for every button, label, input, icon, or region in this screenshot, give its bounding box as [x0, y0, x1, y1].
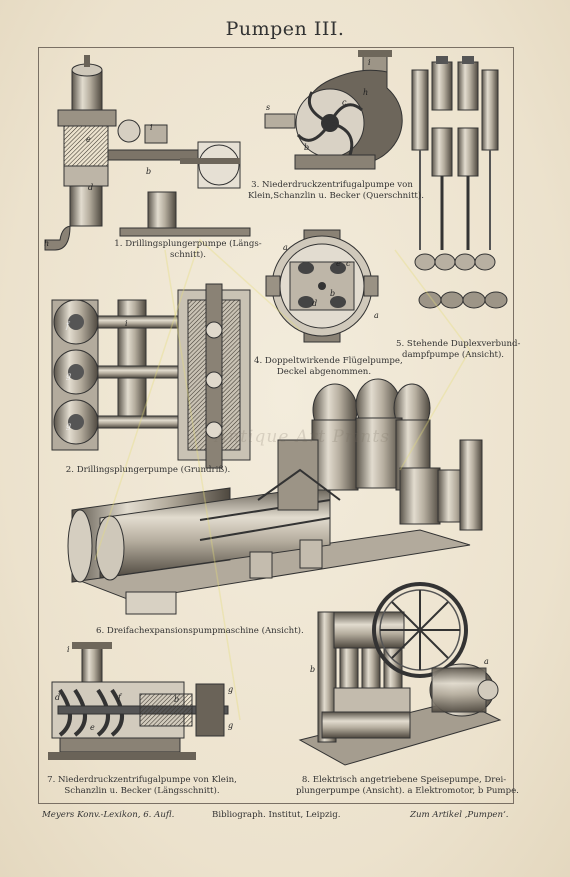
- figure-8-illustration: [298, 582, 502, 766]
- caption-figure-8-line-1: 8. Elektrisch angetriebene Speisepumpe, …: [301, 775, 507, 785]
- plate-frame: [38, 47, 514, 804]
- page-title: Pumpen III.: [225, 18, 345, 40]
- label-c-fig4: c: [346, 259, 351, 268]
- caption-figure-6: 6. Dreifachexpansionspumpmaschine (Ansic…: [96, 626, 304, 637]
- caption-figure-8-line-2: plungerpumpe (Ansicht). a Elektromotor, …: [296, 785, 519, 796]
- figure-7-illustration: [48, 642, 229, 760]
- label-e-fig7: e: [90, 723, 95, 732]
- label-e-fig4: e: [336, 259, 341, 268]
- label-d-fig1: d: [88, 183, 93, 192]
- label-i-fig2: i: [125, 319, 128, 328]
- caption-figure-8: 8. Elektrisch angetriebene Speisepumpe, …: [296, 775, 519, 796]
- label-i-fig1: i: [150, 123, 153, 132]
- label-f-fig2: f: [65, 321, 71, 330]
- label-s-fig3: s: [266, 103, 270, 112]
- caption-figure-2-line-1: 2. Drillingsplungerpumpe (Grundriß).: [65, 465, 231, 475]
- label-e: e: [86, 135, 91, 144]
- label-d-fig4: d: [312, 299, 317, 308]
- caption-figure-5-line-1: 5. Stehende Duplexverbund-: [396, 339, 521, 349]
- caption-figure-5: 5. Stehende Duplexverbund- dampfpumpe (A…: [396, 339, 521, 360]
- caption-figure-1-line-1: 1. Drillingsplungerpumpe (Längs-: [114, 239, 262, 249]
- label-i-fig7: i: [67, 645, 70, 654]
- label-b-fig7: b: [174, 695, 179, 704]
- label-b-fig3: b: [304, 143, 309, 152]
- caption-figure-4-line-2: Deckel abgenommen.: [276, 366, 372, 377]
- label-c-fig3: c: [342, 98, 347, 107]
- label-b-fig1: b: [146, 167, 151, 176]
- caption-figure-2: 2. Drillingsplungerpumpe (Grundriß).: [64, 465, 232, 476]
- caption-figure-5-line-2: dampfpumpe (Ansicht).: [401, 349, 505, 360]
- label-g-fig2: g: [66, 371, 71, 380]
- label-h-fig1: h: [44, 239, 49, 248]
- caption-figure-4: 4. Doppeltwirkende Flügelpumpe, Deckel a…: [254, 356, 403, 377]
- label-b-fig8: b: [310, 665, 315, 674]
- caption-figure-3-line-1: 3. Niederdruckzentrifugalpumpe von: [251, 180, 413, 190]
- footer-publication: Meyers Konv.-Lexikon, 6. Aufl.: [42, 810, 175, 820]
- caption-figure-7-line-2: Schanzlin u. Becker (Längsschnitt).: [64, 785, 220, 796]
- label-f-fig7: f: [117, 693, 123, 702]
- figure-4-illustration: [265, 229, 379, 343]
- watermark-text: Antique Art Prints: [215, 427, 390, 447]
- label-a2-fig4: a: [374, 311, 379, 320]
- label-g2-fig2: g: [66, 421, 71, 430]
- watermark-strokes: [94, 238, 471, 721]
- caption-figure-1: 1. Drillingsplungerpumpe (Längs- schnitt…: [108, 239, 268, 260]
- label-i-fig3: i: [368, 58, 371, 67]
- label-a-fig8: a: [484, 657, 489, 666]
- caption-figure-7: 7. Niederdruckzentrifugalpumpe von Klein…: [44, 775, 240, 796]
- label-b-fig4: b: [330, 289, 335, 298]
- label-g2-fig7: g: [228, 721, 233, 730]
- figure-6-illustration: [67, 378, 483, 615]
- caption-figure-6-line-1: 6. Dreifachexpansionspumpmaschine (Ansic…: [96, 626, 304, 636]
- caption-figure-1-line-2: schnitt).: [169, 249, 207, 260]
- caption-figure-3-line-2: Klein,Schanzlin u. Becker (Querschnitt).: [248, 190, 424, 201]
- svg-text:e: e: [86, 135, 91, 144]
- caption-figure-7-line-1: 7. Niederdruckzentrifugalpumpe von Klein…: [47, 775, 237, 785]
- caption-figure-3: 3. Niederdruckzentrifugalpumpe von Klein…: [248, 180, 424, 201]
- figure-2-illustration: [51, 283, 251, 469]
- label-a-fig4: a: [283, 243, 288, 252]
- caption-figure-4-line-1: 4. Doppeltwirkende Flügelpumpe,: [254, 356, 403, 366]
- footer-article-ref: Zum Artikel ‚Pumpen‘.: [410, 810, 509, 820]
- figure-5-illustration: [411, 56, 508, 309]
- figure-1-illustration: [44, 55, 251, 251]
- label-h-fig3: h: [363, 88, 368, 97]
- label-d-fig7: d: [55, 693, 60, 702]
- label-g-fig7: g: [228, 685, 233, 694]
- footer-publisher: Bibliograph. Institut, Leipzig.: [212, 810, 341, 820]
- figure-3-illustration: [264, 50, 403, 170]
